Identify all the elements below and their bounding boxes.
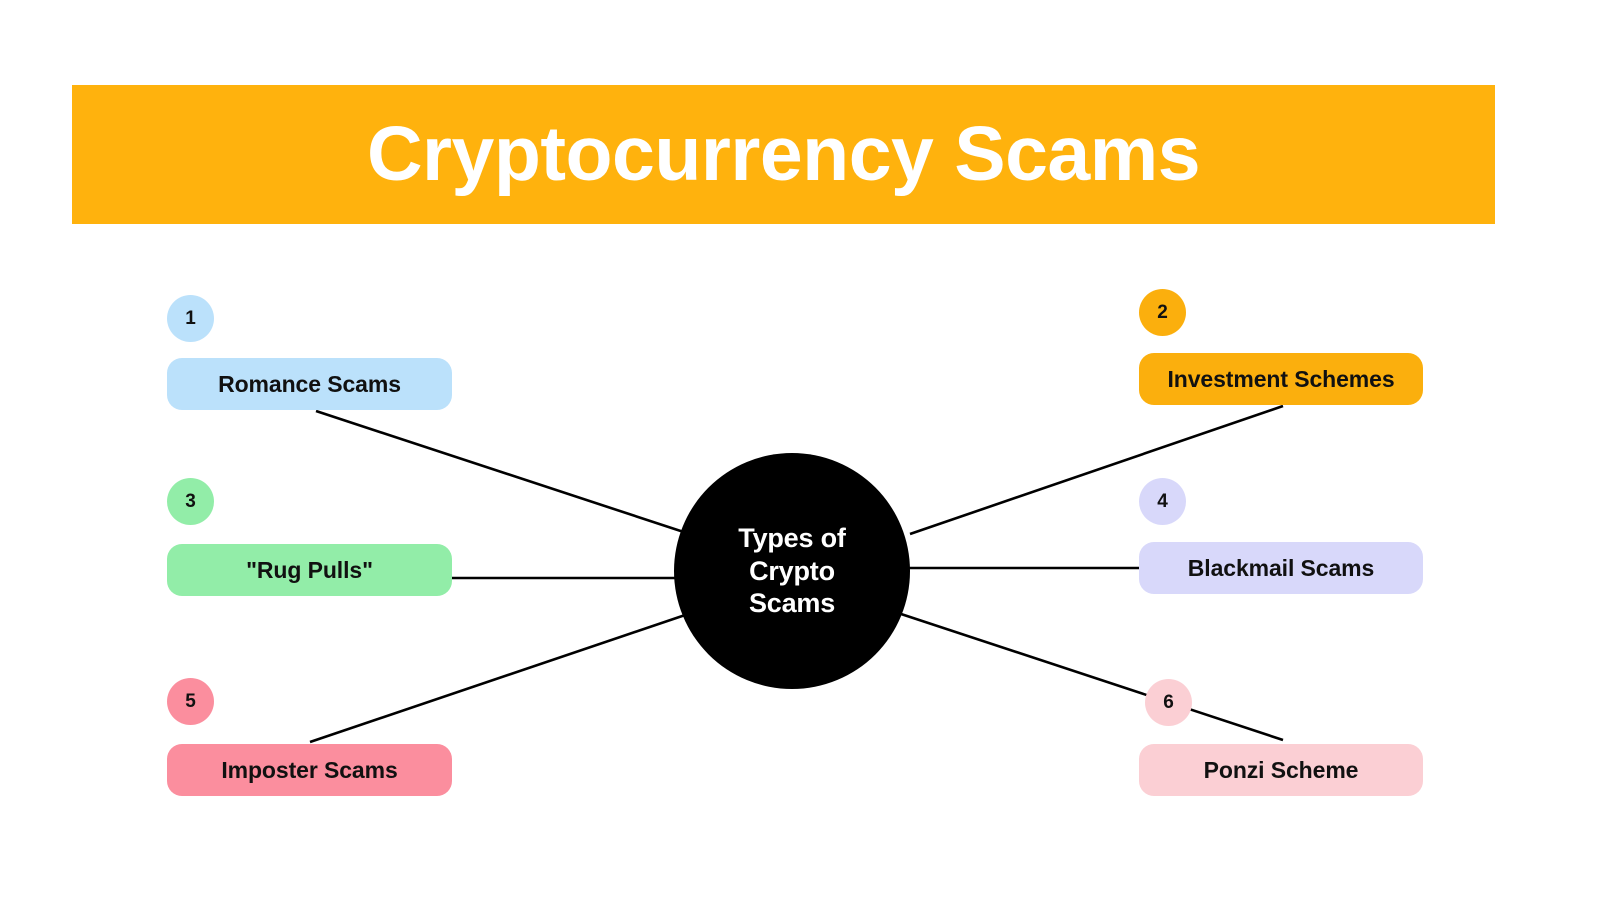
node-number-badge-4: 4	[1139, 478, 1186, 525]
node-number-badge-5: 5	[167, 678, 214, 725]
center-hub[interactable]: Types of Crypto Scams	[674, 453, 910, 689]
center-hub-label: Types of Crypto Scams	[738, 522, 846, 619]
connector-node-5	[309, 609, 698, 744]
page-title: Cryptocurrency Scams	[366, 111, 1201, 197]
node-label-pill-3[interactable]: "Rug Pulls"	[167, 544, 452, 596]
node-label-pill-6[interactable]: Ponzi Scheme	[1139, 744, 1423, 796]
connector-node-2	[909, 404, 1284, 536]
connector-node-6	[897, 611, 1284, 742]
connector-node-1	[315, 409, 703, 540]
node-label-pill-4[interactable]: Blackmail Scams	[1139, 542, 1423, 594]
node-label-pill-5[interactable]: Imposter Scams	[167, 744, 452, 796]
node-number-badge-2: 2	[1139, 289, 1186, 336]
node-number-badge-3: 3	[167, 478, 214, 525]
node-number-badge-6: 6	[1145, 679, 1192, 726]
node-label-pill-1[interactable]: Romance Scams	[167, 358, 452, 410]
title-banner: Cryptocurrency Scams	[72, 85, 1495, 224]
node-number-badge-1: 1	[167, 295, 214, 342]
node-label-pill-2[interactable]: Investment Schemes	[1139, 353, 1423, 405]
